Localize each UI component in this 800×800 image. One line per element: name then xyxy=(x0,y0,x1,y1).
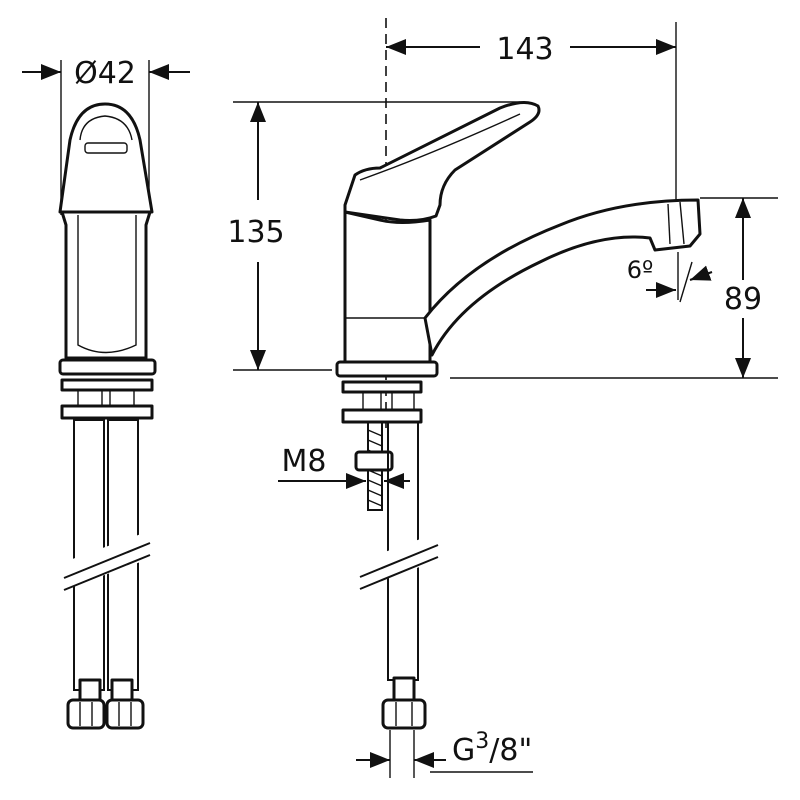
width-dimension: 143 xyxy=(386,22,677,200)
front-view: Ø42 xyxy=(22,56,190,730)
hose-thread-dimension: G3/8" xyxy=(356,729,533,778)
height-dimension: 135 xyxy=(227,101,520,371)
stud-dimension: M8 xyxy=(278,444,410,489)
stud-label: M8 xyxy=(282,444,327,479)
hose-thread-label: G3/8" xyxy=(452,729,532,768)
diameter-dimension: Ø42 xyxy=(22,56,190,215)
spout-height-label: 89 xyxy=(724,282,762,317)
spout-height-dimension: 89 xyxy=(450,197,778,379)
spout-angle-dimension: 6º xyxy=(627,252,713,303)
spout-angle-label: 6º xyxy=(627,256,654,284)
width-label: 143 xyxy=(496,32,553,67)
height-label: 135 xyxy=(227,215,284,250)
side-view: 143 135 89 6º xyxy=(227,18,778,778)
diameter-label: Ø42 xyxy=(74,56,136,91)
